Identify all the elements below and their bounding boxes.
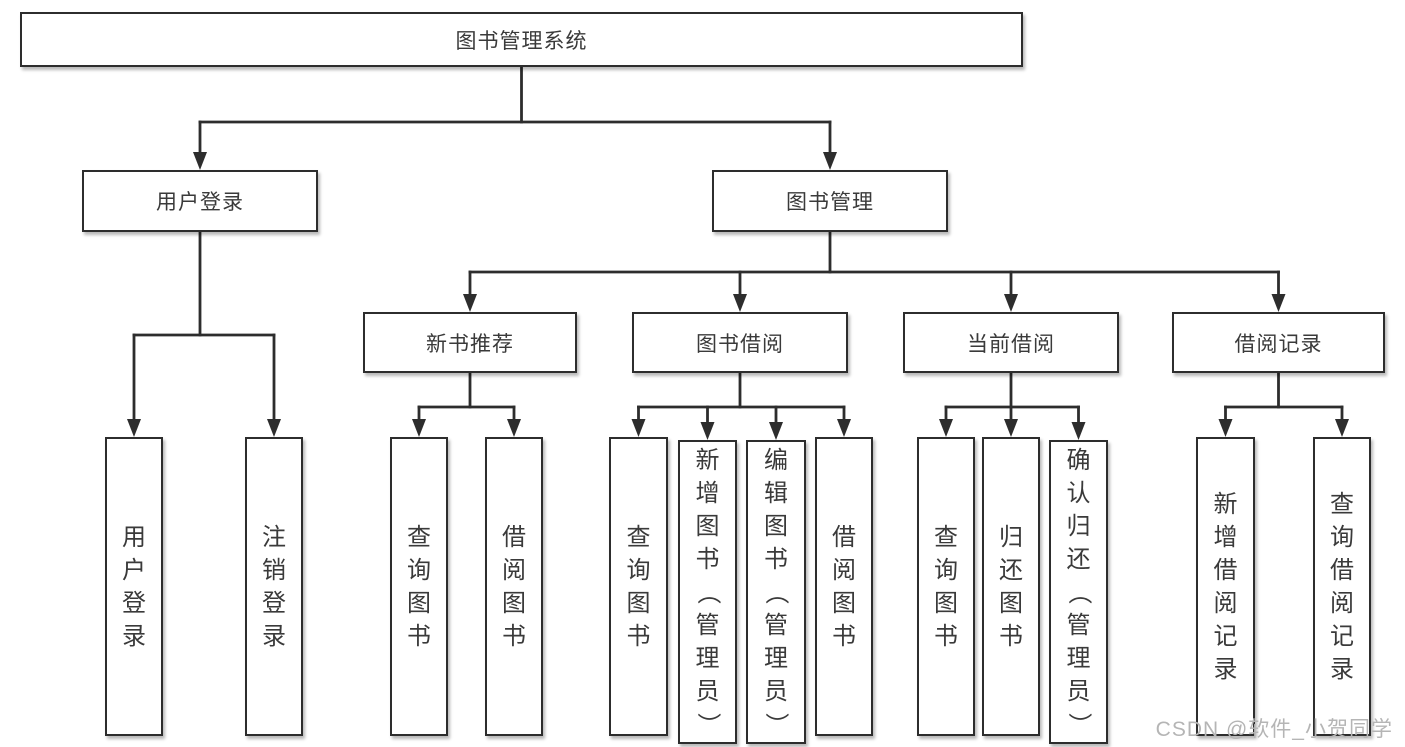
node-br-query-record: 查询借阅记录 xyxy=(1313,437,1371,736)
node-bb-borrow-books: 借阅图书 xyxy=(815,437,873,736)
node-label: 新书推荐 xyxy=(426,332,514,356)
node-rec-query-books: 查询图书 xyxy=(390,437,448,736)
node-cb-confirm-return: 确认归还（管理员） xyxy=(1049,440,1108,744)
node-label: 确认归还（管理员） xyxy=(1065,446,1092,737)
node-logout: 注销登录 xyxy=(245,437,303,736)
node-cb-query-books: 查询图书 xyxy=(917,437,975,736)
node-label: 借阅图书 xyxy=(502,523,526,650)
node-bb-edit-books: 编辑图书（管理员） xyxy=(746,440,806,744)
node-label: 新增借阅记录 xyxy=(1213,490,1238,683)
node-label: 归还图书 xyxy=(999,523,1023,650)
node-label: 编辑图书（管理员） xyxy=(762,446,790,737)
node-label: 图书管理系统 xyxy=(455,29,588,53)
node-bb-add-books: 新增图书（管理员） xyxy=(678,440,737,744)
node-label: 用户登录 xyxy=(156,191,244,214)
node-new-book-rec: 新书推荐 xyxy=(363,312,577,373)
watermark: CSDN @软件_小贺同学 xyxy=(1155,718,1393,741)
node-label: 用户登录 xyxy=(122,523,146,650)
node-label: 查询图书 xyxy=(407,523,431,650)
node-label: 查询图书 xyxy=(934,523,958,650)
node-label: 借阅图书 xyxy=(832,523,856,650)
node-label: 查询借阅记录 xyxy=(1330,490,1354,683)
node-label: 当前借阅 xyxy=(967,332,1055,356)
node-login: 用户登录 xyxy=(105,437,163,736)
node-user-login: 用户登录 xyxy=(82,170,318,232)
node-rec-borrow-books: 借阅图书 xyxy=(485,437,543,736)
node-cb-return-books: 归还图书 xyxy=(982,437,1040,736)
node-label: 注销登录 xyxy=(262,523,286,650)
node-root: 图书管理系统 xyxy=(20,12,1023,67)
node-bb-query-books: 查询图书 xyxy=(609,437,668,736)
node-br-add-record: 新增借阅记录 xyxy=(1196,437,1255,736)
node-current-borrow: 当前借阅 xyxy=(903,312,1119,373)
node-label: 新增图书（管理员） xyxy=(694,446,721,737)
node-label: 图书借阅 xyxy=(696,332,784,356)
node-label: 图书管理 xyxy=(786,191,874,214)
node-book-borrow: 图书借阅 xyxy=(632,312,848,373)
node-borrow-records: 借阅记录 xyxy=(1172,312,1385,373)
node-label: 借阅记录 xyxy=(1234,332,1323,356)
node-label: 查询图书 xyxy=(626,523,651,650)
node-book-mgmt: 图书管理 xyxy=(712,170,948,232)
